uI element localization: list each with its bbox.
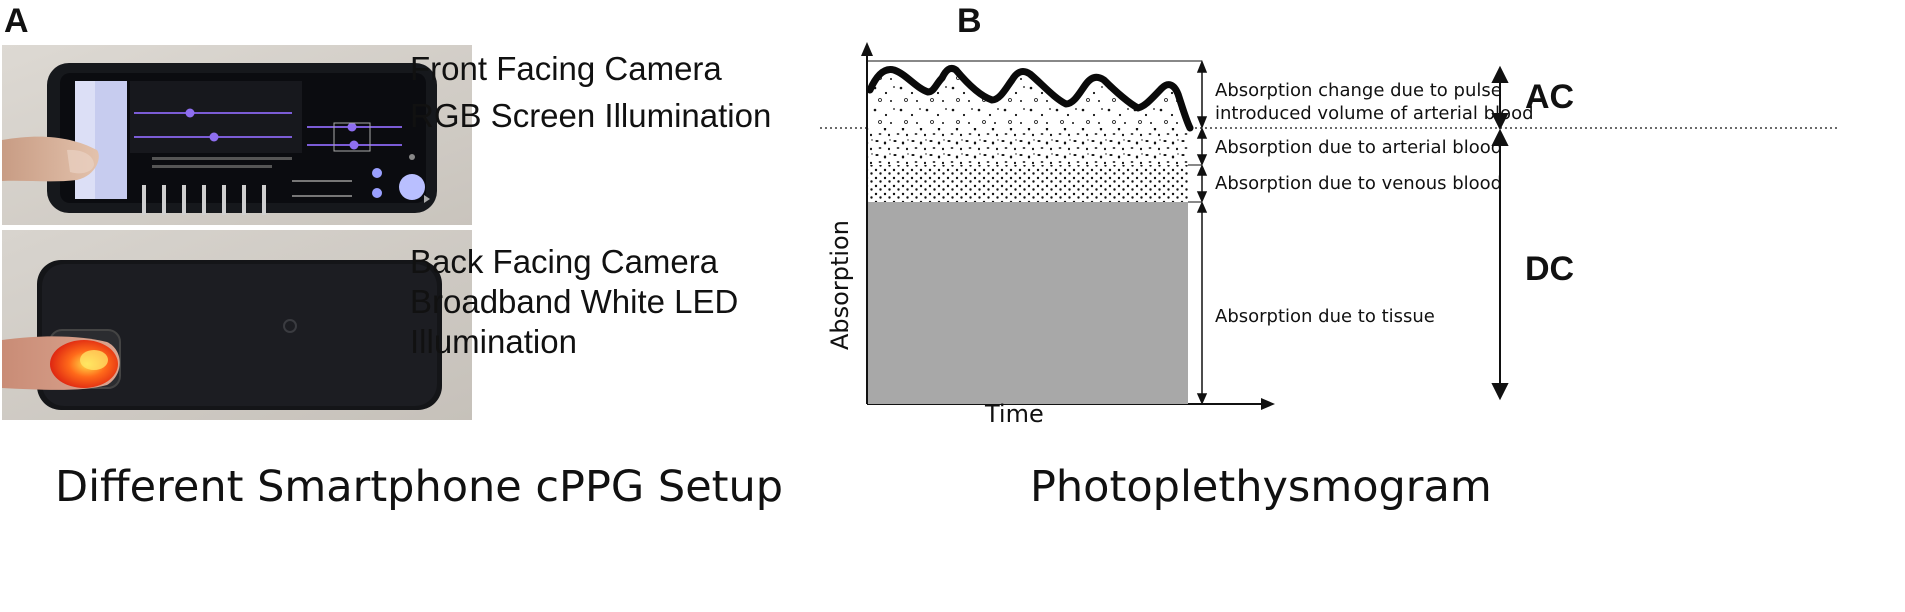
panel-b-letter: B	[957, 2, 982, 40]
back-illumination-label-2: Illumination	[410, 323, 577, 360]
tissue-label: Absorption due to tissue	[1215, 306, 1435, 327]
pulse-label-line2: introduced volume of arterial blood	[1215, 103, 1534, 124]
pulse-waveform	[866, 64, 1194, 132]
panel-b-caption: Photoplethysmogram	[1030, 462, 1492, 512]
arterial-label: Absorption due to arterial blood	[1215, 137, 1503, 158]
back-camera-photo	[2, 230, 472, 420]
pulse-region	[868, 68, 1190, 128]
ac-label: AC	[1525, 78, 1575, 116]
x-axis-label: Time	[985, 400, 1044, 428]
panel-a-caption: Different Smartphone cPPG Setup	[55, 462, 784, 512]
panel-a-letter: A	[4, 2, 29, 40]
front-illumination-label: RGB Screen Illumination	[410, 97, 772, 134]
pulse-label-line1: Absorption change due to pulse	[1215, 80, 1502, 101]
back-illumination-label-1: Broadband White LED	[410, 283, 739, 320]
back-camera-label: Back Facing Camera	[410, 243, 719, 280]
venous-layer	[868, 165, 1188, 202]
venous-label: Absorption due to venous blood	[1215, 173, 1503, 194]
front-camera-label: Front Facing Camera	[410, 50, 722, 87]
ppg-diagram	[820, 40, 1905, 440]
dc-label: DC	[1525, 250, 1575, 288]
tissue-layer	[868, 202, 1188, 404]
arterial-layer	[868, 128, 1188, 165]
front-camera-photo	[2, 45, 472, 225]
y-axis-label: Absorption	[826, 220, 854, 350]
